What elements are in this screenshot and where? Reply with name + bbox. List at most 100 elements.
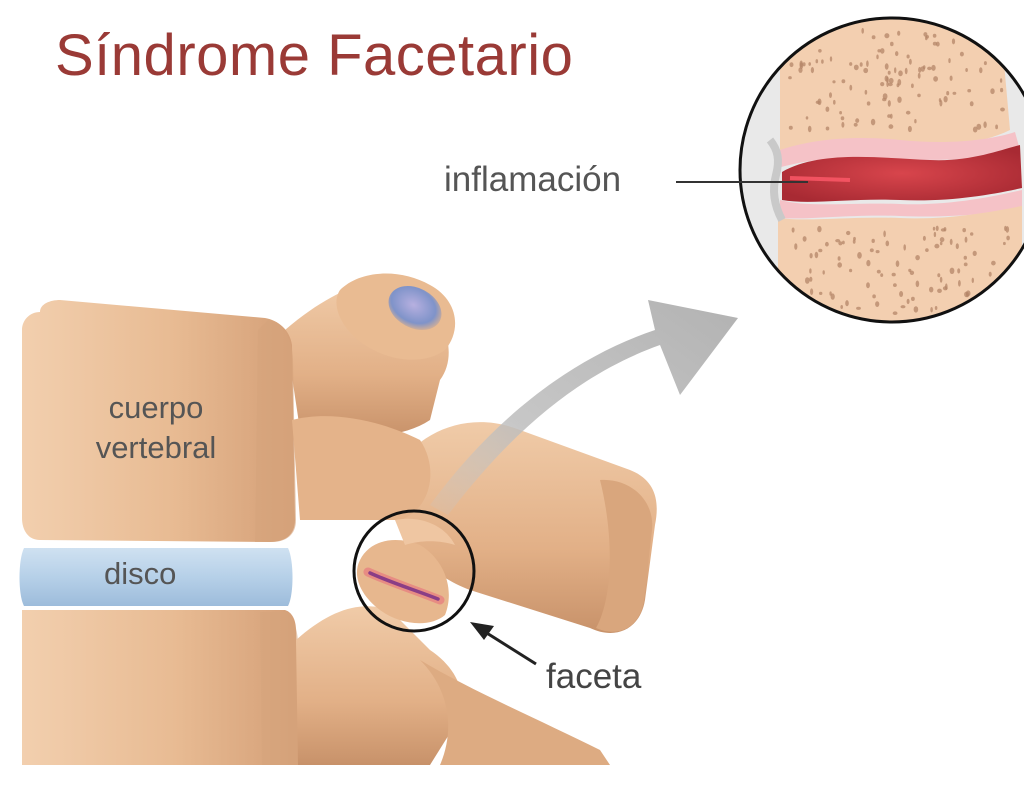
bone-pore [866,259,871,267]
bone-pore [903,244,906,251]
bone-pore [904,67,908,75]
bone-pore [887,70,891,75]
bone-pore [838,241,843,246]
bone-pore [853,122,858,127]
bone-pore [908,268,912,273]
bone-pore [925,248,929,253]
bone-pore [939,237,945,243]
bone-pore [988,271,992,277]
bone-pore [938,98,942,103]
bone-pore [963,255,967,260]
bone-pore [840,116,845,121]
bone-pore [939,276,943,283]
bone-pore [983,121,987,128]
bone-pore [859,62,863,67]
bone-pore [983,61,987,66]
bone-pore [1000,107,1005,112]
bone-pore [1005,226,1010,233]
bone-pore [794,243,798,250]
bone-pore [970,232,974,236]
bone-pore [969,101,974,107]
bone-pore [948,58,951,64]
bone-pore [866,60,869,67]
bone-pore [875,301,880,307]
intervertebral-disc [19,548,293,606]
bone-pore [949,238,953,245]
bone-pore [949,267,955,274]
bone-pore [934,306,938,310]
bone-pore [906,54,910,59]
bone-pore [897,30,901,36]
bone-pore [861,27,864,34]
bone-pore [963,262,968,267]
bone-pore [885,240,890,247]
bone-pore [918,66,922,73]
bone-pore [825,106,830,112]
bone-pore [935,41,940,47]
bone-pore [934,243,940,249]
bone-pore [810,67,815,74]
bone-pore [841,121,845,128]
bone-pore [817,98,822,106]
bone-pore [802,236,807,242]
bone-pore [915,280,920,288]
bone-pore [845,300,849,307]
bone-pore [929,286,934,293]
bone-pore [911,83,914,89]
bone-pore [951,38,956,45]
bone-pore [957,268,961,274]
bone-pore [788,125,793,130]
bone-pore [864,89,868,95]
bone-pore [932,33,937,38]
bone-pore [870,118,876,126]
bone-pore [799,60,803,68]
bone-pore [842,240,845,245]
bone-pore [895,260,900,268]
bone-pore [853,64,859,71]
bone-pore [815,59,819,64]
bone-pore [809,253,813,259]
bone-pore [888,124,894,129]
bone-pore [887,114,891,118]
bone-pore [898,70,903,77]
bone-pore [991,260,996,266]
lower-vertebral-body [22,610,300,765]
bone-pore [829,56,833,62]
bone-pore [886,81,889,87]
bone-pore [791,227,795,233]
pedicle [292,416,431,520]
bone-pore [972,126,978,133]
bone-pore [937,288,942,293]
bone-pore [900,305,906,309]
bone-pore [933,231,937,238]
bone-pore [876,269,881,274]
bone-pore [897,79,902,86]
bone-pore [909,58,912,65]
bone-pore [976,123,982,130]
bone-pore [911,296,915,301]
bone-pore [880,82,885,87]
bone-pore [809,268,812,274]
bone-pore [855,118,860,123]
bone-pore [884,33,890,39]
bone-pore [866,282,870,289]
bone-pore [875,250,880,254]
bone-pore [863,67,869,74]
bone-pore [880,273,884,277]
bone-pore [897,96,902,103]
facet-highlight-circle [352,509,476,633]
bone-pores [788,27,1010,316]
bone-pore [913,306,919,313]
bone-pore [822,270,825,275]
bone-pore [872,294,876,299]
bone-pore [821,59,824,64]
page-title: Síndrome Facetario [55,23,574,88]
bone-pore [964,236,968,243]
bone-pore [882,97,887,102]
bone-pore [923,32,928,37]
bone-pore [939,241,943,246]
faceta-pointer-arrow [470,622,537,666]
magnified-joint-view [738,16,1024,324]
bone-pore [829,92,832,98]
